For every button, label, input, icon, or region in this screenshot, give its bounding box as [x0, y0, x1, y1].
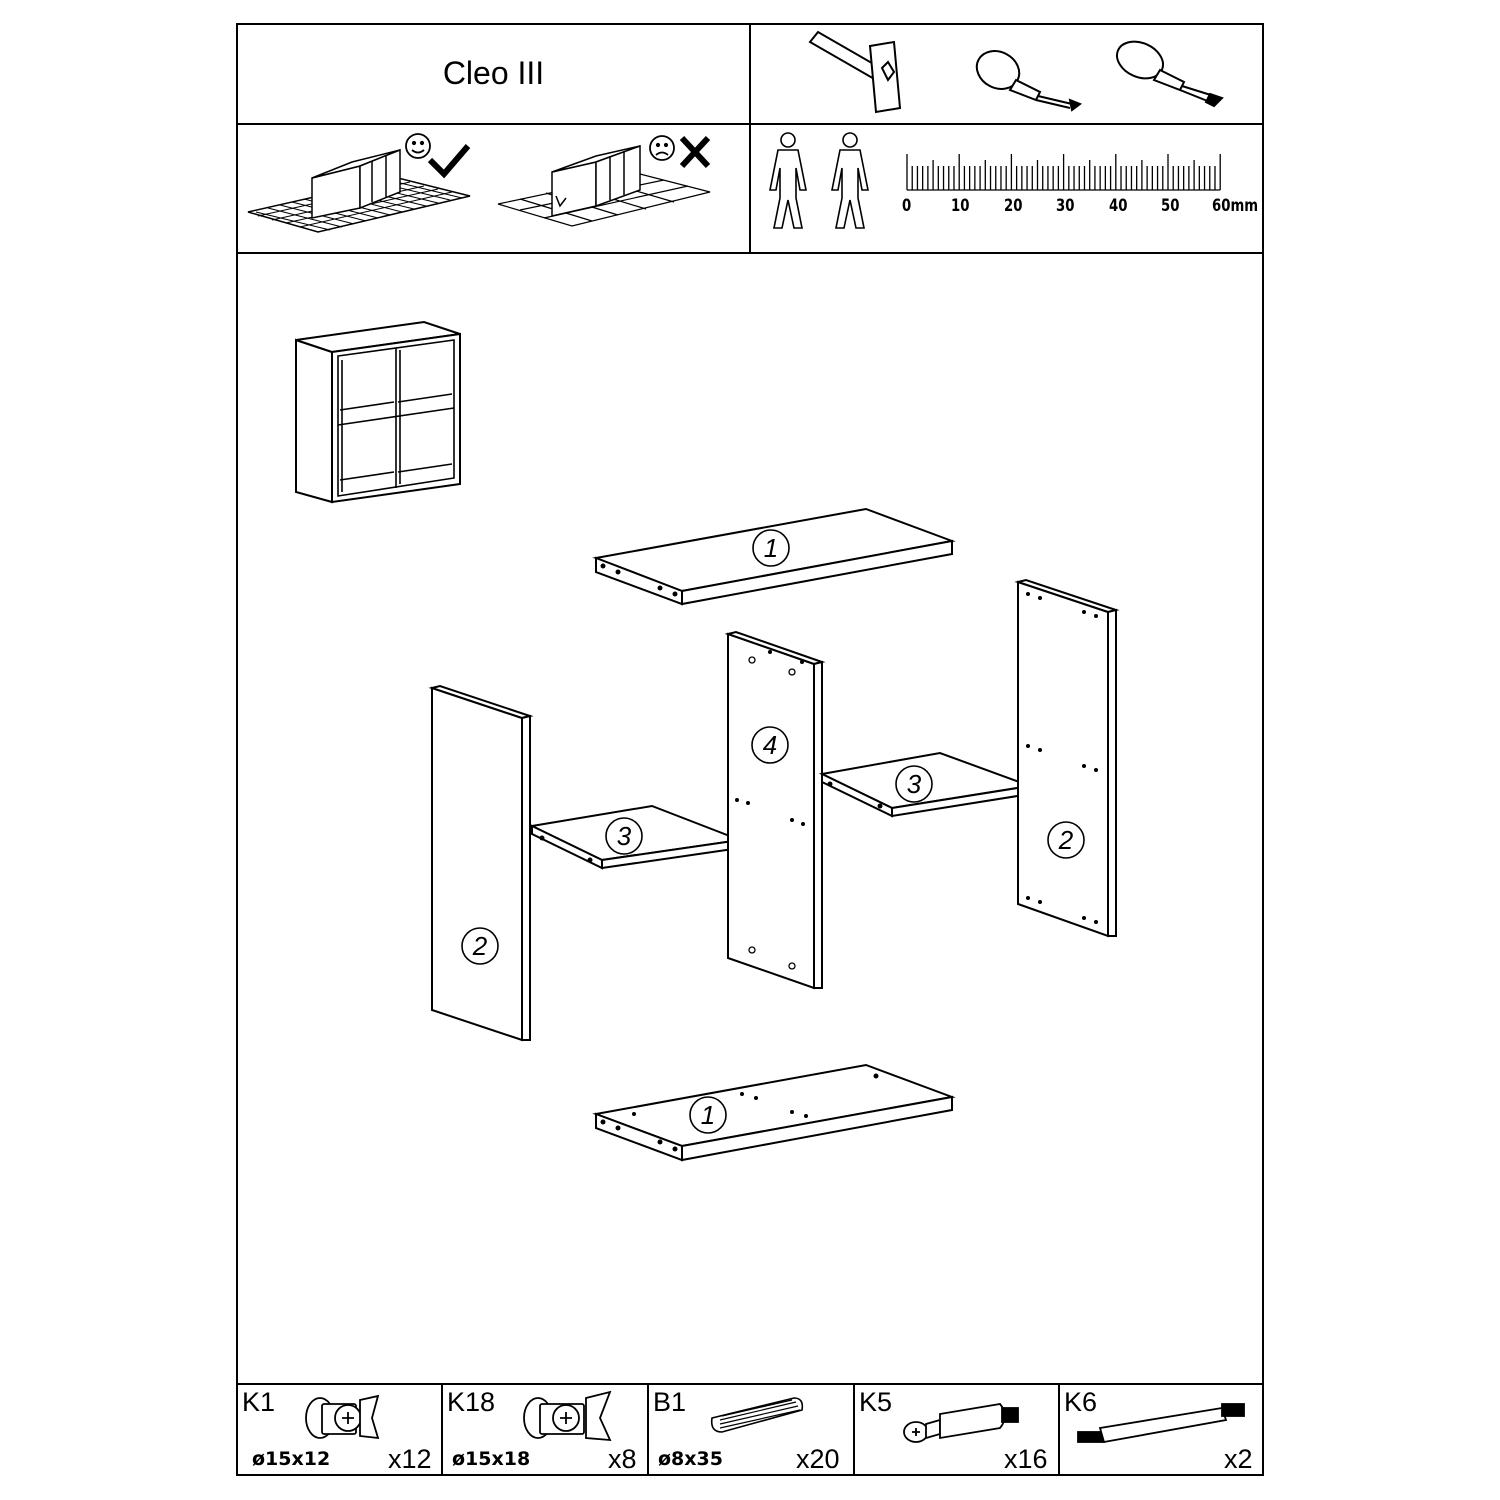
part-4-number: 4 — [763, 730, 777, 760]
hard-surface-illustration — [497, 144, 711, 227]
hardware-quantity: x20 — [796, 1444, 840, 1474]
person-icon — [831, 132, 869, 229]
hardware-code: K18 — [447, 1387, 496, 1417]
ruler-label: 10 — [951, 196, 970, 216]
part-3-number: 3 — [617, 821, 632, 851]
part-1-bottom-panel — [592, 1063, 956, 1162]
part-2-number: 2 — [472, 931, 488, 961]
smiley-icon — [405, 133, 431, 159]
cross-icon — [679, 135, 711, 169]
hardware-quantity: x12 — [388, 1444, 432, 1474]
ruler-label: 30 — [1056, 196, 1075, 216]
hardware-code: K1 — [242, 1387, 276, 1417]
hardware-dimension: ø15x12 — [252, 1448, 331, 1470]
checkmark-icon — [427, 144, 471, 179]
hardware-dimension: ø15x18 — [452, 1448, 531, 1470]
wood-dowel-icon — [710, 1397, 804, 1433]
hardware-quantity: x2 — [1224, 1444, 1253, 1474]
frown-icon — [649, 135, 675, 161]
phillips-screwdriver-icon — [975, 50, 1083, 112]
cam-lock-icon — [523, 1390, 612, 1442]
hardware-code: B1 — [653, 1387, 687, 1417]
ruler-icon — [906, 154, 1221, 191]
ruler-label: 20 — [1004, 196, 1023, 216]
flat-screwdriver-icon — [1116, 40, 1224, 108]
part-1-label-circle — [689, 1096, 727, 1134]
hardware-code: K6 — [1064, 1387, 1098, 1417]
part-2-label-circle — [461, 927, 499, 965]
part-2-label-circle — [1047, 821, 1085, 859]
hardware-quantity: x16 — [1004, 1444, 1048, 1474]
ruler-label: 50 — [1161, 196, 1180, 216]
part-1-number: 1 — [764, 533, 778, 563]
ruler-label: 40 — [1109, 196, 1128, 216]
part-4-label-circle — [751, 726, 789, 764]
cam-bolt-icon — [903, 1403, 1019, 1443]
part-4-middle-divider — [724, 630, 826, 990]
part-2-right-side-panel — [1014, 578, 1120, 938]
part-2-left-side-panel — [428, 684, 534, 1042]
part-1-number: 1 — [701, 1100, 715, 1130]
cam-lock-icon — [305, 1394, 380, 1440]
double-cam-bolt-icon — [1077, 1403, 1245, 1444]
product-title: Cleo III — [442, 55, 545, 91]
part-3-number: 3 — [907, 769, 922, 799]
ruler-label: 0 — [902, 196, 912, 216]
part-3-label-circle — [605, 817, 643, 855]
hardware-quantity: x8 — [608, 1444, 637, 1474]
assembled-cabinet-preview — [295, 320, 461, 504]
hardware-code: K5 — [859, 1387, 893, 1417]
hardware-dimension: ø8x35 — [658, 1448, 723, 1470]
part-1-label-circle — [752, 529, 790, 567]
soft-surface-illustration — [247, 148, 471, 233]
part-2-number: 2 — [1058, 825, 1074, 855]
hammer-icon — [808, 30, 902, 114]
person-icon — [769, 132, 807, 229]
part-3-right-shelf — [818, 751, 1034, 818]
part-3-label-circle — [895, 765, 933, 803]
ruler-label: 60mm — [1212, 196, 1259, 216]
